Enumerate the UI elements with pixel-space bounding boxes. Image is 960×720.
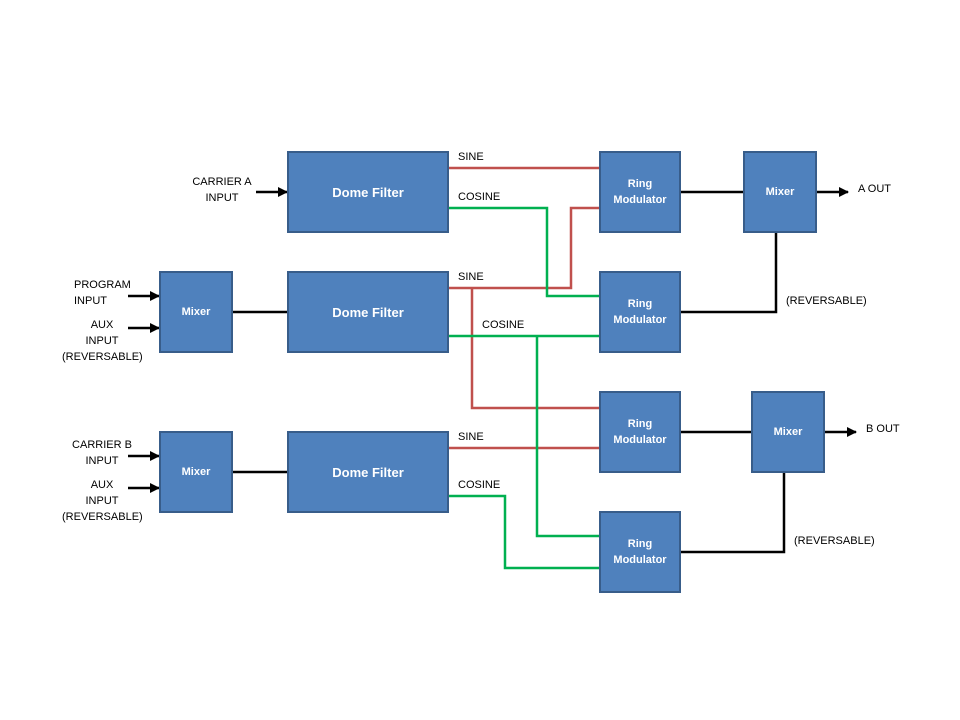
- mixer-a: Mixer: [743, 151, 817, 233]
- carrier-a-input-label: CARRIER A INPUT: [192, 176, 252, 204]
- dome-filter-1: Dome Filter: [287, 151, 449, 233]
- aux-input-2-label: AUX INPUT (REVERSABLE): [62, 479, 143, 523]
- reversable-b-label: (REVERSABLE): [794, 535, 875, 547]
- cosine-2-to-ring-4-line: [535, 336, 600, 538]
- mixer-program: Mixer: [159, 271, 233, 353]
- mixer-carrier-b: Mixer: [159, 431, 233, 513]
- a-out-label: A OUT: [858, 183, 892, 195]
- ring-4-to-mixer-b-line: [681, 472, 786, 554]
- program-input-label: PROGRAM INPUT: [74, 279, 131, 307]
- dome-filter-2: Dome Filter: [287, 271, 449, 353]
- cosine-3-label: COSINE: [458, 479, 501, 491]
- ring-2-to-mixer-a-line: [681, 232, 778, 314]
- sine-2-to-ring-1-line: [449, 206, 600, 290]
- reversable-a-label: (REVERSABLE): [786, 295, 867, 307]
- cosine-1-line: [449, 206, 600, 298]
- sine-2-to-ring-3-line: [470, 288, 600, 410]
- carrier-b-input-label: CARRIER B INPUT: [72, 439, 132, 467]
- cosine-1-label: COSINE: [458, 191, 501, 203]
- mixer-b: Mixer: [751, 391, 825, 473]
- aux-input-1-label: AUX INPUT (REVERSABLE): [62, 319, 143, 363]
- dome-filter-3: Dome Filter: [287, 431, 449, 513]
- cosine-3-line: [449, 494, 600, 570]
- sine-3-label: SINE: [458, 431, 484, 443]
- sine-1-label: SINE: [458, 151, 484, 163]
- sine-2-label: SINE: [458, 271, 484, 283]
- cosine-2-label: COSINE: [482, 319, 525, 331]
- ring-modulator-4: Ring Modulator: [599, 511, 681, 593]
- ring-modulator-2: Ring Modulator: [599, 271, 681, 353]
- b-out-label: B OUT: [866, 423, 900, 435]
- ring-modulator-3: Ring Modulator: [599, 391, 681, 473]
- ring-modulator-1: Ring Modulator: [599, 151, 681, 233]
